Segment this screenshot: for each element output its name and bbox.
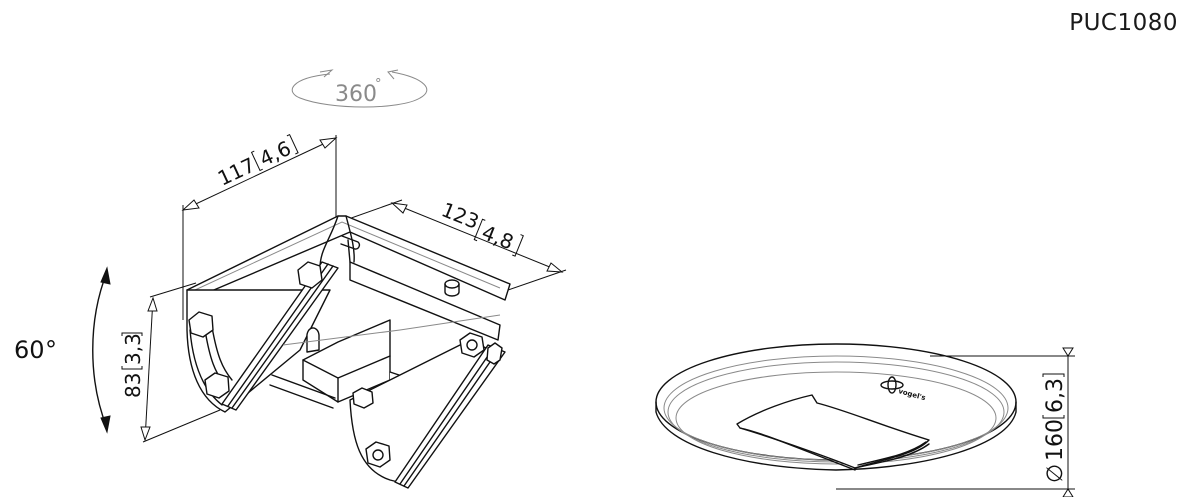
rotation-unit: °	[375, 77, 382, 92]
diameter-symbol: ∅	[1043, 464, 1068, 483]
tilt-unit: °	[45, 336, 57, 364]
rotation-indicator: 360 °	[291, 69, 428, 108]
diameter-dimension: ∅ 160 6,3	[836, 347, 1075, 497]
depth-mm: 123	[438, 197, 482, 234]
ceiling-plate-drawing: vogel's	[655, 343, 1017, 471]
height-inch: 3,3	[121, 333, 145, 365]
bolt-icon	[188, 261, 503, 468]
tilt-value: 60	[14, 336, 45, 364]
height-dimension: 83 3,3	[121, 282, 221, 443]
rotation-value: 360	[335, 82, 377, 107]
tilt-indicator: 60 °	[14, 266, 111, 434]
ceiling-bracket-drawing	[186, 215, 511, 489]
width-inch: 4,6	[256, 136, 295, 171]
model-code-label: PUC1080	[1069, 10, 1178, 36]
diameter-inch: 6,3	[1043, 378, 1068, 413]
depth-inch: 4,8	[479, 220, 517, 254]
diameter-mm: 160	[1043, 419, 1068, 461]
height-mm: 83	[121, 373, 145, 398]
